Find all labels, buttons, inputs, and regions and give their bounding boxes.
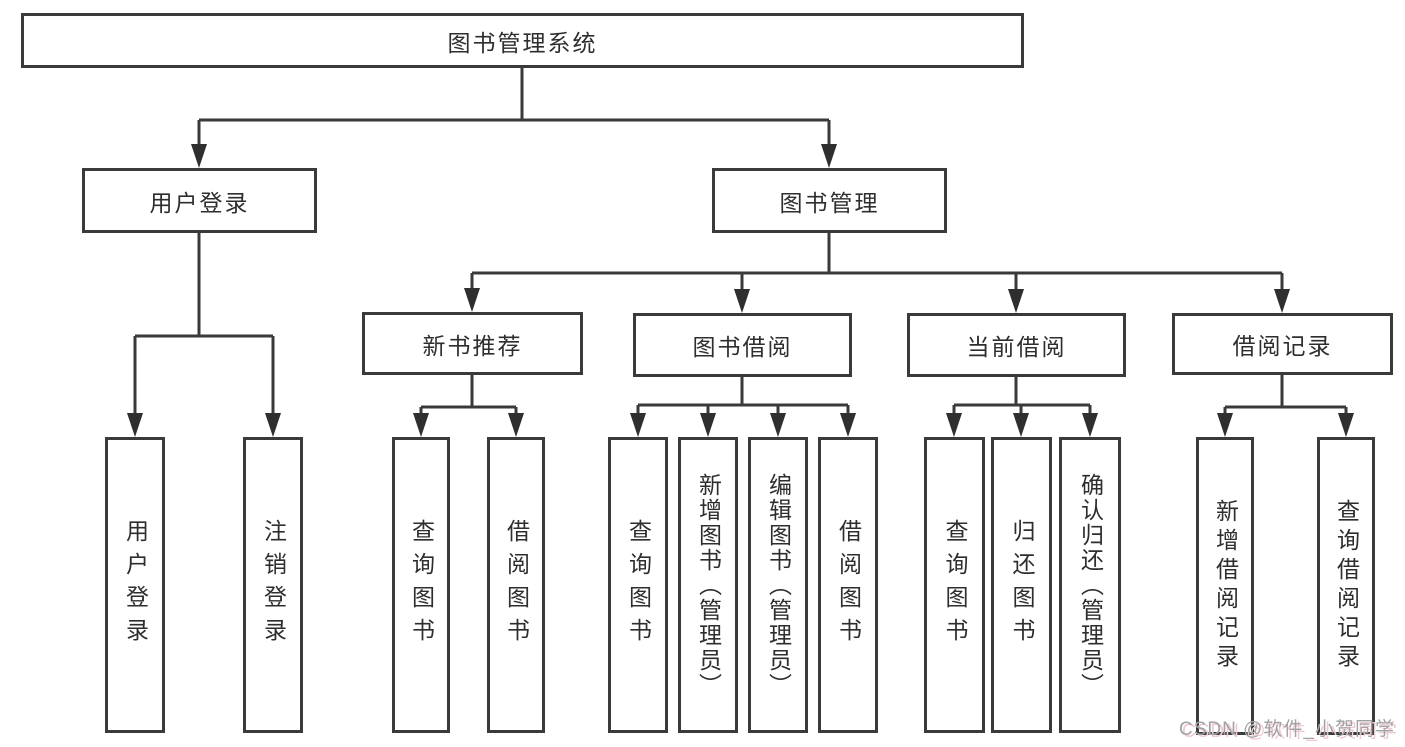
leaf-current-query-books: 查询图书 xyxy=(924,437,985,733)
leaf-recommend-query-books: 查询图书 xyxy=(392,437,450,733)
leaf-recommend-borrow-books: 借阅图书 xyxy=(487,437,545,733)
node-book-management: 图书管理 xyxy=(712,168,947,233)
leaf-borrow-borrow-books: 借阅图书 xyxy=(818,437,878,733)
leaf-logout: 注销登录 xyxy=(243,437,303,733)
node-root-system: 图书管理系统 xyxy=(21,13,1024,68)
node-new-book-recommend: 新书推荐 xyxy=(362,312,583,375)
leaf-borrow-edit-books-admin: 编辑图书（管理员） xyxy=(748,437,808,733)
node-book-borrow: 图书借阅 xyxy=(633,313,852,377)
node-current-borrow: 当前借阅 xyxy=(907,313,1126,377)
node-user-login: 用户登录 xyxy=(82,168,317,233)
leaf-records-add-record: 新增借阅记录 xyxy=(1196,437,1254,735)
leaf-user-login: 用户登录 xyxy=(105,437,165,733)
leaf-borrow-add-books-admin: 新增图书（管理员） xyxy=(678,437,738,733)
leaf-records-query-record: 查询借阅记录 xyxy=(1317,437,1375,735)
node-borrow-records: 借阅记录 xyxy=(1172,313,1393,375)
csdn-watermark: CSDN @软件_小贺同学 xyxy=(1179,719,1395,740)
leaf-current-return-books: 归还图书 xyxy=(991,437,1052,733)
leaf-current-confirm-return-admin: 确认归还（管理员） xyxy=(1059,437,1121,733)
leaf-borrow-query-books: 查询图书 xyxy=(608,437,668,733)
